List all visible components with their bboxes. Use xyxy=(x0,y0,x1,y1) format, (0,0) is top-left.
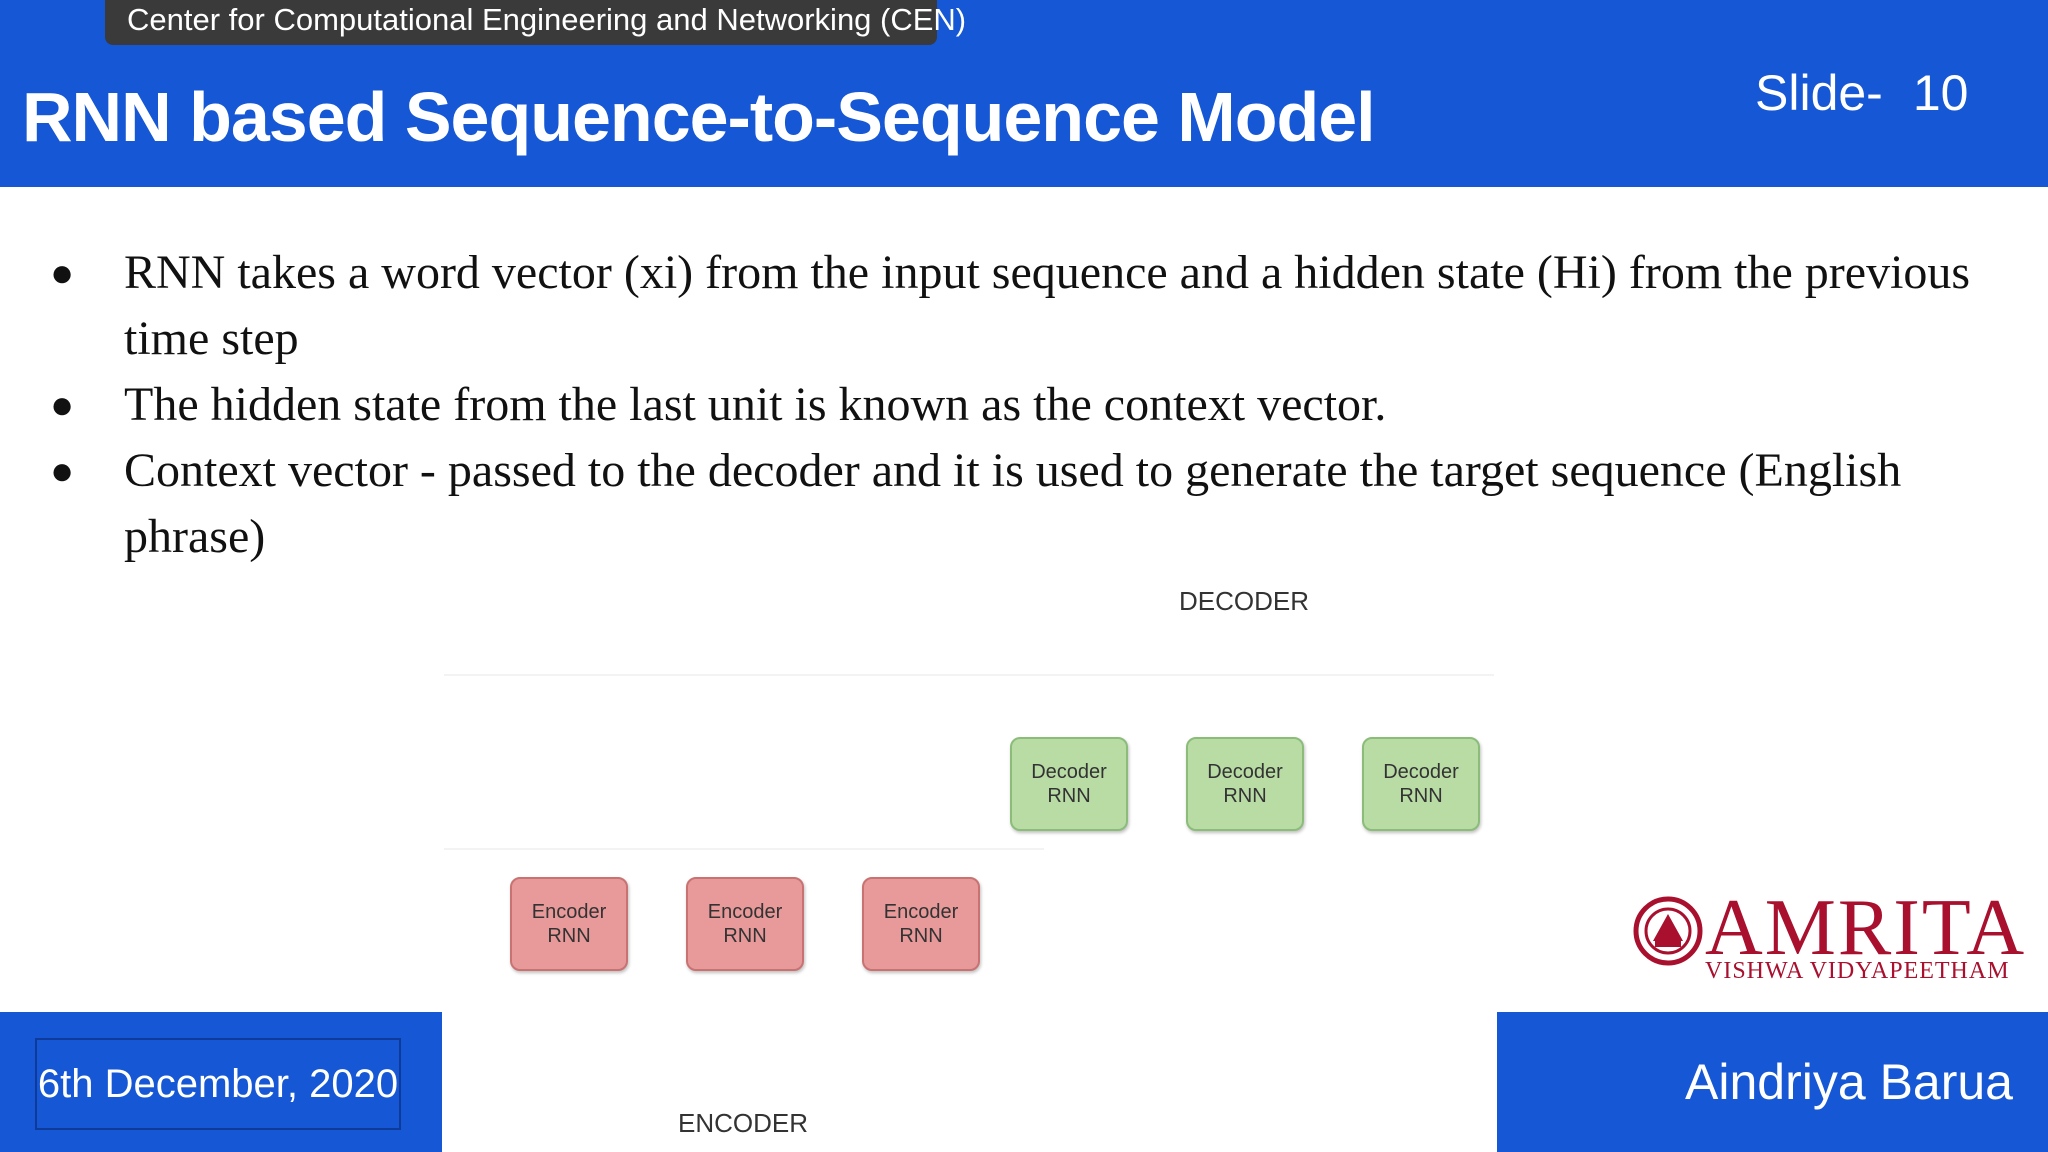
encoder-rnn-box: Encoder RNN xyxy=(862,877,980,971)
box-line2: RNN xyxy=(723,925,767,947)
bullet-item: ● RNN takes a word vector (xi) from the i… xyxy=(40,240,2000,372)
bullet-dot-icon: ● xyxy=(50,250,75,295)
bullet-text: RNN takes a word vector (xi) from the in… xyxy=(124,246,1971,365)
amrita-logo: AMRITA VISHWA VIDYAPEETHAM xyxy=(1625,888,2024,988)
bullet-item: ● The hidden state from the last unit is … xyxy=(40,372,2000,438)
author-name: Aindriya Barua xyxy=(1685,1054,2013,1110)
box-line2: RNN xyxy=(1223,785,1267,807)
logo-subtitle: VISHWA VIDYAPEETHAM xyxy=(1705,958,2010,984)
encoder-label: ENCODER xyxy=(678,1108,809,1138)
bullet-text: The hidden state from the last unit is k… xyxy=(124,378,1387,431)
box-line1: Encoder xyxy=(883,901,959,923)
bullet-dot-icon: ● xyxy=(50,448,75,493)
box-line2: RNN xyxy=(547,925,591,947)
slide-number-value: 10 xyxy=(1912,65,1969,121)
bullet-list: ● RNN takes a word vector (xi) from the i… xyxy=(40,240,2000,570)
bullet-item: ● Context vector - passed to the decoder … xyxy=(40,438,2000,570)
box-line1: Decoder xyxy=(1383,761,1459,783)
slide-title: RNN based Sequence-to-Sequence Model xyxy=(22,78,1376,156)
divider xyxy=(444,674,1494,676)
box-line1: Encoder xyxy=(707,901,783,923)
decoder-label: DECODER xyxy=(1179,586,1310,616)
box-line1: Encoder xyxy=(531,901,607,923)
bullet-text: Context vector - passed to the decoder a… xyxy=(124,444,1902,563)
bullet-dot-icon: ● xyxy=(50,382,75,427)
presentation-date: 6th December, 2020 xyxy=(35,1038,401,1130)
slide-header: Center for Computational Engineering and… xyxy=(0,0,2048,187)
footer-left: 6th December, 2020 xyxy=(0,1012,442,1152)
decoder-rnn-box: Decoder RNN xyxy=(1362,737,1480,831)
encoder-rnn-box: Encoder RNN xyxy=(686,877,804,971)
footer-right: Aindriya Barua xyxy=(1497,1012,2048,1152)
box-line2: RNN xyxy=(1399,785,1443,807)
box-line2: RNN xyxy=(899,925,943,947)
encoder-rnn-box: Encoder RNN xyxy=(510,877,628,971)
slide-number-label: Slide- xyxy=(1755,65,1883,121)
box-line1: Decoder xyxy=(1207,761,1283,783)
org-tab: Center for Computational Engineering and… xyxy=(105,0,966,45)
decoder-rnn-box: Decoder RNN xyxy=(1010,737,1128,831)
logo-wordmark: AMRITA xyxy=(1705,884,2027,972)
slide-number: Slide- 10 xyxy=(1755,62,1968,124)
box-line1: Decoder xyxy=(1031,761,1107,783)
seq2seq-diagram: DECODER Decoder RNN Decoder RNN Decoder … xyxy=(444,570,1494,1152)
box-line2: RNN xyxy=(1047,785,1091,807)
amrita-emblem-icon xyxy=(1633,896,1703,966)
divider xyxy=(444,848,1044,850)
decoder-rnn-box: Decoder RNN xyxy=(1186,737,1304,831)
